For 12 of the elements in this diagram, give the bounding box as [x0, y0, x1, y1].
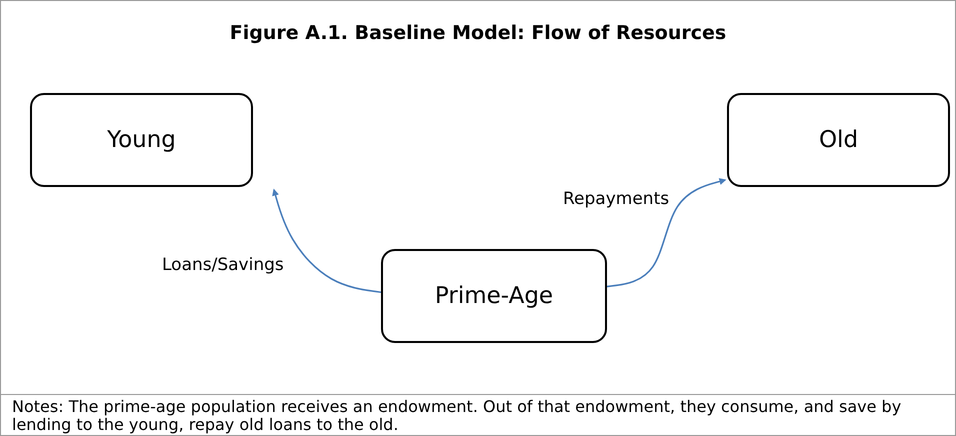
node-label: Young	[107, 127, 176, 153]
curved-arrow	[272, 188, 382, 294]
curved-arrow	[606, 178, 726, 288]
figure-title: Figure A.1. Baseline Model: Flow of Resources	[228, 22, 728, 44]
rounded-box	[727, 93, 950, 187]
edge-label: Loans/Savings	[162, 255, 284, 275]
node-label: Prime-Age	[434, 283, 554, 309]
rounded-box	[30, 93, 253, 187]
notes-text: Notes: The prime-age population receives an endowment. Out of that endowment, they consume, and save by lending to the young, repay old loans to the old.	[12, 398, 902, 434]
rounded-box	[381, 249, 607, 343]
node-label: Old	[818, 127, 858, 153]
edge-label: Repayments	[563, 189, 670, 209]
